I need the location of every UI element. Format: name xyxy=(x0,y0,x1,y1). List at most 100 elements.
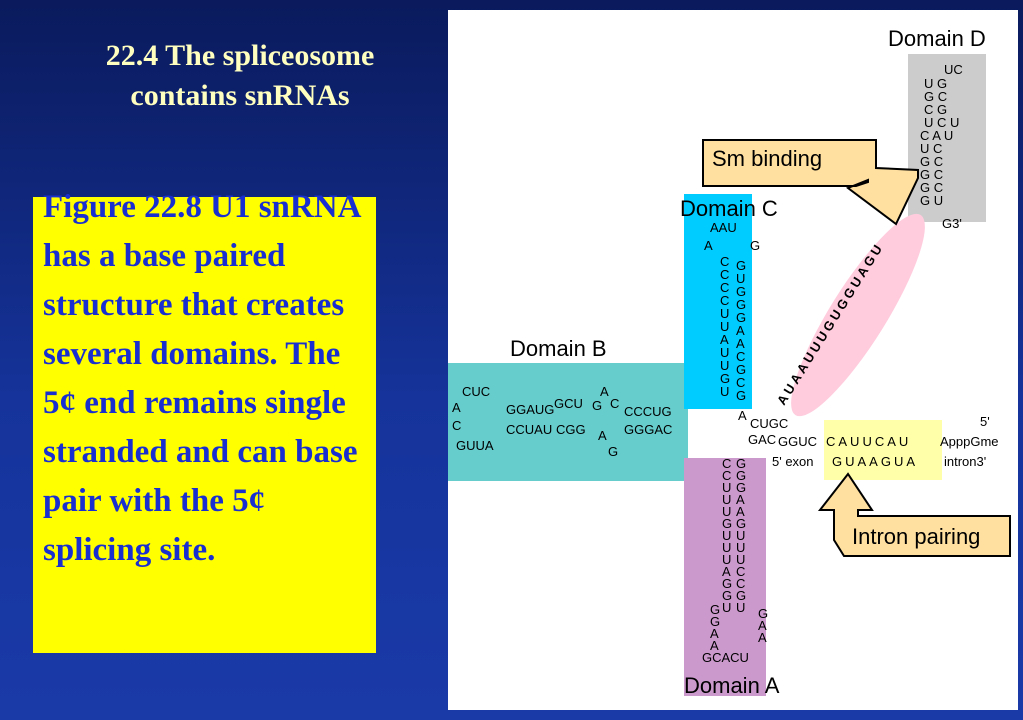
domain-c-region xyxy=(684,194,752,409)
a-right-nucleotide: A xyxy=(736,504,745,519)
a-left-nucleotide: C xyxy=(722,468,731,483)
c-left-nucleotide: G xyxy=(720,371,730,386)
c-left-nucleotide: U xyxy=(720,319,729,334)
a-left-nucleotide: U xyxy=(722,552,731,567)
slide-title-line2: contains snRNAs xyxy=(130,79,350,112)
a-left-nucleotide: U xyxy=(722,504,731,519)
junction-cugc: CUGC xyxy=(750,416,788,431)
five-prime-mark: 5' xyxy=(980,414,990,429)
c-right-nucleotide: C xyxy=(736,349,745,364)
a-right-nucleotide: U xyxy=(736,540,745,555)
b-top-strand2: G xyxy=(592,398,602,413)
d-stem-row: U C U xyxy=(924,115,959,130)
d-stem-row: G C xyxy=(924,89,947,104)
a-right-nucleotide: G xyxy=(736,588,746,603)
d-stem-row: G C xyxy=(920,167,943,182)
a-loop-left-nucleotide: A xyxy=(710,626,719,641)
sm-binding-label: Sm binding xyxy=(712,146,822,171)
c-left-extra: A xyxy=(738,408,747,423)
figure-label: Figure 22.8 U1 snRNA xyxy=(43,189,360,225)
apppgme: ApppGme xyxy=(940,434,999,449)
a-right-nucleotide: G xyxy=(736,480,746,495)
b-loop-left: A xyxy=(452,400,461,415)
a-right-nucleotide: G xyxy=(736,456,746,471)
c-left-nucleotide: C xyxy=(720,280,729,295)
a-loop-left-nucleotide: G xyxy=(710,602,720,617)
c-loop-g: G xyxy=(750,238,760,253)
c-left-nucleotide: C xyxy=(720,267,729,282)
u1-snrna-diagram: Domain D Sm binding Domain C Domain B In… xyxy=(448,10,1018,710)
b-top-bulge: GCU xyxy=(554,396,583,411)
d-loop: UC xyxy=(944,62,963,77)
c-loop-a: A xyxy=(704,238,713,253)
d-stem-row: G U xyxy=(920,193,943,208)
c-left-nucleotide: U xyxy=(720,384,729,399)
b-top-end: CCCUG xyxy=(624,404,672,419)
a-left-nucleotide: U xyxy=(722,492,731,507)
intron-pairing-label: Intron pairing xyxy=(852,524,980,549)
a-left-nucleotide: G xyxy=(722,588,732,603)
diagram-svg: Domain D Sm binding Domain C Domain B In… xyxy=(448,26,1011,698)
caption-body: has a base paired structure that creates… xyxy=(43,238,358,568)
junction-gguc: GGUC xyxy=(778,434,817,449)
caption-text: Figure 22.8 U1 snRNA has a base paired s… xyxy=(43,183,373,575)
a-right-nucleotide: G xyxy=(736,468,746,483)
a-right-nucleotide: G xyxy=(736,516,746,531)
junction-sequence: CUGC GAC GGUC CAUUCAU ApppGme 5' 5' exon… xyxy=(748,414,999,469)
a-right-nucleotide: C xyxy=(736,564,745,579)
a-left-nucleotide: A xyxy=(722,564,731,579)
a-loop-right: GAA xyxy=(758,606,768,645)
a-loop-bottom: GCACU xyxy=(702,650,749,665)
b-bottom-strand2: A xyxy=(598,428,607,443)
c-right-nucleotide: A xyxy=(736,323,745,338)
b-bottom-loop: G xyxy=(608,444,618,459)
a-right-nucleotide: U xyxy=(736,600,745,615)
c-left-nucleotide: U xyxy=(720,345,729,360)
a-left-nucleotide: C xyxy=(722,456,731,471)
domain-b-region xyxy=(448,363,688,481)
d-stem: U GG CC GU C UC A UU CG CG CG CG U xyxy=(920,76,959,208)
c-left-nucleotide: C xyxy=(720,293,729,308)
d-stem-row: C G xyxy=(924,102,947,117)
d-stem-row: U G xyxy=(924,76,947,91)
c-right-nucleotide: U xyxy=(736,271,745,286)
a-loop-right-nucleotide: A xyxy=(758,630,767,645)
sm-binding-arrow xyxy=(702,139,919,226)
a-left-nucleotide: G xyxy=(722,576,732,591)
b-bottom-end: GGGAC xyxy=(624,422,672,437)
b-top-strand3: C xyxy=(610,396,619,411)
d-end: G3' xyxy=(942,216,962,231)
domain-d-region xyxy=(908,54,986,222)
b-loop-bottom: GUUA xyxy=(456,438,494,453)
caption-box: Figure 22.8 U1 snRNA has a base paired s… xyxy=(33,189,376,653)
a-right-nucleotide: A xyxy=(736,492,745,507)
d-stem-row: G C xyxy=(920,180,943,195)
b-bottom-bulge: CGG xyxy=(556,422,586,437)
c-left-nucleotide: U xyxy=(720,306,729,321)
b-loop-top: CUC xyxy=(462,384,490,399)
a-left-nucleotide: U xyxy=(722,528,731,543)
c-right-nucleotide: G xyxy=(736,362,746,377)
intron-region xyxy=(824,420,942,480)
domain-a-label: Domain A xyxy=(684,673,780,698)
a-right-nucleotide: U xyxy=(736,552,745,567)
exon-label: 5' exon xyxy=(772,454,814,469)
b-top-strand: GGAUG xyxy=(506,402,554,417)
d-stem-row: C A U xyxy=(920,128,953,143)
a-loop-left-nucleotide: A xyxy=(710,638,719,653)
c-left-nucleotide: A xyxy=(720,332,729,347)
a-right-nucleotide: U xyxy=(736,528,745,543)
snrna-5prime-seq: CAUUCAU xyxy=(826,434,911,449)
a-left-nucleotide: U xyxy=(722,540,731,555)
a-loop-right-nucleotide: A xyxy=(758,618,767,633)
junction-gac: GAC xyxy=(748,432,776,447)
a-left-nucleotide: U xyxy=(722,480,731,495)
a-loop-right-nucleotide: G xyxy=(758,606,768,621)
d-stem-row: G C xyxy=(920,154,943,169)
